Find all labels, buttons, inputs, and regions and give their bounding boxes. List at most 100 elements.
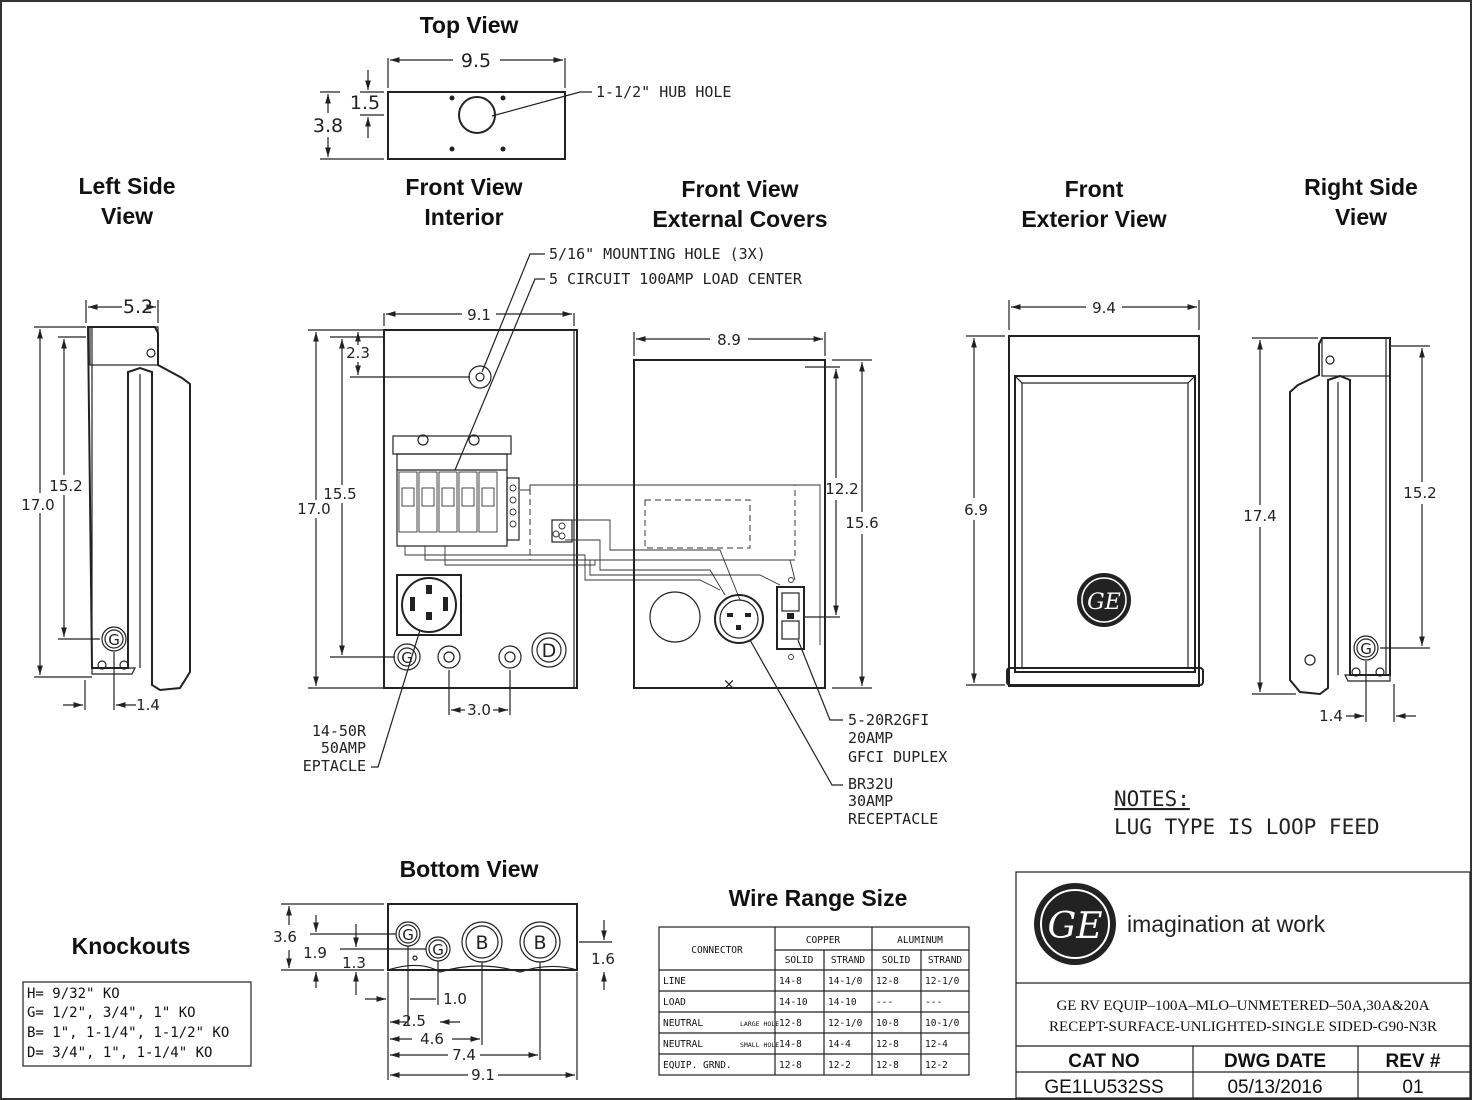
title-right-side-1: Right Side	[1304, 174, 1418, 200]
left-dim-bottom: 1.4	[136, 696, 160, 714]
exterior-ge-logo: GE	[1077, 573, 1131, 627]
recept-50-label-2: 50AMP	[321, 739, 366, 757]
svg-text:12-8: 12-8	[876, 976, 899, 987]
front-external-view: × 8.9 12.2 15.6 5-20R2GFI 20AMP GFCI DUP…	[529, 331, 947, 828]
svg-text:12-1/0: 12-1/0	[828, 1018, 863, 1029]
svg-text:12-8: 12-8	[779, 1060, 802, 1071]
top-dim-2: 3.8	[313, 115, 343, 137]
svg-text:D: D	[542, 640, 557, 662]
right-dim-bottom: 1.4	[1319, 707, 1343, 725]
interior-ko-d	[531, 632, 567, 668]
svg-text:G: G	[402, 926, 414, 944]
bottom-dim-h: 3.6	[273, 928, 297, 946]
gfci-label-3: GFCI DUPLEX	[848, 748, 947, 766]
external-dim-h2: 15.6	[845, 514, 878, 532]
wire-range-table: CONNECTOR COPPER ALUMINUM SOLID STRAND S…	[658, 926, 970, 1076]
ge-logo: GE	[1034, 883, 1116, 965]
svg-text:×: ×	[723, 675, 736, 693]
callout-mounting-hole: 5/16" MOUNTING HOLE (3X)	[549, 245, 766, 263]
bottom-dim-1: 1.9	[303, 944, 327, 962]
svg-text:10-1/0: 10-1/0	[925, 1018, 960, 1029]
left-side-view: G 5.2 15.2 17.0 1.4	[21, 296, 191, 714]
title-front-interior-1: Front View	[405, 174, 522, 200]
front-interior-view: G D 9.1 2.3 15.5 17.0 3.0 5/16" MOUNTING…	[297, 245, 821, 775]
top-dim-1: 1.5	[350, 92, 380, 114]
title-left-side-2: View	[101, 203, 153, 229]
interior-dim-h1: 15.5	[323, 485, 356, 503]
wire-row-name: NEUTRAL	[663, 1018, 703, 1029]
bottom-dim-c: 4.6	[420, 1030, 444, 1048]
top-dim-width: 9.5	[461, 50, 491, 72]
rev-value: 01	[1402, 1077, 1423, 1098]
wire-row-name: LOAD	[663, 997, 686, 1008]
rev-header: REV #	[1386, 1051, 1441, 1072]
svg-text:G: G	[432, 941, 444, 959]
front-exterior-view: GE 9.4 6.9	[964, 299, 1204, 687]
wire-row-name: EQUIP. GRND.	[663, 1060, 732, 1071]
svg-text:10-8: 10-8	[876, 1018, 899, 1029]
svg-text:ALUMINUM: ALUMINUM	[897, 935, 943, 946]
cat-no-header: CAT NO	[1068, 1051, 1139, 1072]
top-view: 9.5 1.5 3.8 1-1/2" HUB HOLE	[313, 50, 731, 160]
svg-text:GE: GE	[1087, 590, 1121, 615]
svg-text:14-1/0: 14-1/0	[828, 976, 863, 987]
br32u-label-1: BR32U	[848, 775, 893, 793]
title-block: GE imagination at work GE RV EQUIP–100A–…	[1015, 871, 1471, 1099]
title-top-view: Top View	[420, 12, 519, 38]
ko-row: D= 3/4", 1", 1-1/4" KO	[27, 1045, 212, 1061]
notes-line-1: LUG TYPE IS LOOP FEED	[1114, 815, 1380, 839]
cat-no-value: GE1LU532SS	[1044, 1077, 1163, 1098]
wire-row-sub: LARGE HOLE	[740, 1020, 779, 1028]
svg-text:14-8: 14-8	[779, 1039, 802, 1050]
br32u-label-2: 30AMP	[848, 792, 893, 810]
svg-text:GE: GE	[1047, 906, 1102, 947]
svg-text:12-8: 12-8	[876, 1060, 899, 1071]
wire-row-name: LINE	[663, 976, 686, 987]
interior-dim-top: 2.3	[346, 344, 370, 362]
bottom-dim-2: 1.3	[342, 954, 366, 972]
title-left-side-1: Left Side	[78, 173, 175, 199]
svg-text:12-2: 12-2	[828, 1060, 851, 1071]
dwg-date-value: 05/13/2016	[1227, 1077, 1322, 1098]
bottom-view: G G B B 3.6 1.9 1.3 1.6 1.0 2.5 4.6	[273, 903, 615, 1084]
tagline: imagination at work	[1127, 911, 1326, 937]
bottom-dim-d: 7.4	[452, 1046, 476, 1064]
svg-text:12-4: 12-4	[925, 1039, 948, 1050]
mount-hole	[468, 365, 492, 389]
gfci-label-1: 5-20R2GFI	[848, 711, 929, 729]
title-right-side-2: View	[1335, 204, 1387, 230]
external-dim-width: 8.9	[717, 331, 741, 349]
dwg-date-header: DWG DATE	[1224, 1051, 1326, 1072]
left-ko-g-label: G	[108, 631, 120, 649]
left-dim-h1: 15.2	[49, 477, 82, 495]
drawing-description-1: GE RV EQUIP–100A–MLO–UNMETERED–50A,30A&2…	[1056, 998, 1429, 1014]
right-dim-h1: 17.4	[1243, 507, 1276, 525]
bottom-dim-right: 1.6	[591, 950, 615, 968]
svg-text:14-10: 14-10	[779, 997, 808, 1008]
right-ko-g	[1353, 635, 1379, 661]
svg-text:B: B	[533, 932, 546, 954]
title-front-interior-2: Interior	[424, 204, 503, 230]
knockouts-table: H= 9/32" KO G= 1/2", 3/4", 1" KO B= 1", …	[22, 981, 252, 1067]
interior-dim-bottom: 3.0	[467, 701, 491, 719]
right-dim-h2: 15.2	[1403, 484, 1436, 502]
title-front-external-1: Front View	[681, 176, 798, 202]
notes-title: NOTES:	[1114, 787, 1190, 811]
hub-hole-callout: 1-1/2" HUB HOLE	[596, 83, 731, 101]
wire-row-sub: SMALL HOLE	[740, 1041, 779, 1049]
top-view-body	[387, 91, 566, 160]
gfci-duplex	[776, 586, 805, 650]
bottom-dim-b: 2.5	[402, 1012, 426, 1030]
ko-row: B= 1", 1-1/4", 1-1/2" KO	[27, 1025, 229, 1041]
svg-text:G: G	[401, 649, 413, 667]
title-knockouts: Knockouts	[72, 933, 191, 959]
right-ko-g-label: G	[1360, 640, 1372, 658]
external-box	[633, 359, 826, 689]
left-dim-h2: 17.0	[21, 496, 54, 514]
ko-row: H= 9/32" KO	[27, 986, 120, 1002]
receptacle-14-50r	[396, 574, 462, 636]
svg-text:SOLID: SOLID	[785, 955, 814, 966]
ko-row: G= 1/2", 3/4", 1" KO	[27, 1005, 196, 1021]
svg-text:B: B	[475, 932, 488, 954]
